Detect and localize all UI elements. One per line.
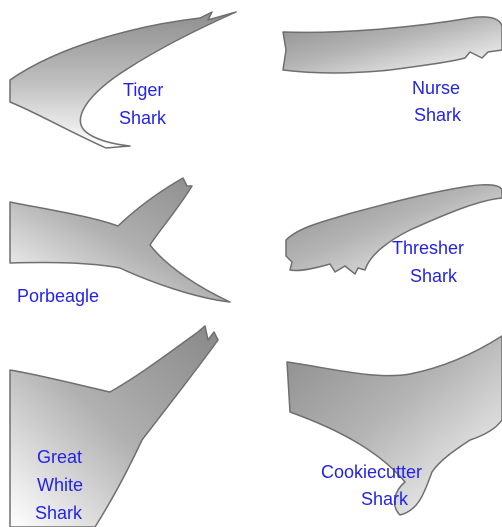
porbeagle-tail-shape: [10, 178, 230, 302]
tiger-label-line-1: Tiger: [123, 80, 163, 100]
nurse-label-line-2: Shark: [414, 105, 462, 125]
great-white-shark-tail: Great White Shark: [10, 326, 218, 527]
great-white-label-line-3: Shark: [35, 503, 83, 523]
thresher-shark-tail: Thresher Shark: [286, 185, 502, 286]
cookiecutter-shark-tail: Cookiecutter Shark: [287, 336, 502, 515]
great-white-label-line-1: Great: [37, 447, 82, 467]
cookiecutter-label-line-1: Cookiecutter: [321, 462, 422, 482]
nurse-shark-tail: Nurse Shark: [283, 17, 502, 125]
thresher-tail-shape: [286, 185, 502, 274]
great-white-tail-shape: [10, 326, 218, 527]
tiger-shark-tail: Tiger Shark: [10, 12, 236, 148]
cookiecutter-label-line-2: Shark: [361, 489, 409, 509]
thresher-label-line-1: Thresher: [392, 238, 464, 258]
great-white-label-line-2: White: [37, 475, 83, 495]
tiger-label-line-2: Shark: [119, 108, 167, 128]
nurse-label-line-1: Nurse: [412, 78, 460, 98]
porbeagle-tail: Porbeagle: [10, 178, 230, 306]
nurse-tail-shape: [283, 17, 502, 73]
porbeagle-label: Porbeagle: [17, 286, 99, 306]
thresher-label-line-2: Shark: [410, 266, 458, 286]
